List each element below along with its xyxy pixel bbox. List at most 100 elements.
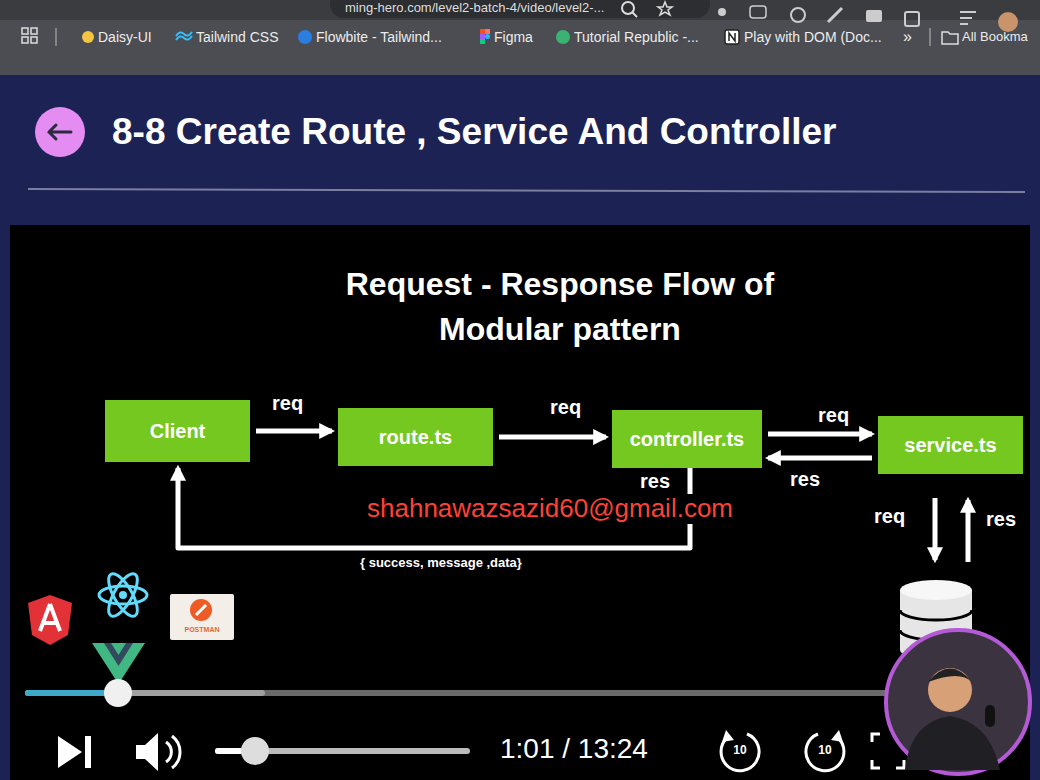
player-controls — [58, 736, 82, 768]
progress-bar — [25, 679, 1015, 707]
postman-logo — [170, 594, 234, 640]
react-logo — [99, 586, 147, 604]
back-button — [49, 125, 71, 139]
browser-bar — [960, 12, 976, 24]
browser-bar — [82, 31, 94, 43]
flow-arrow — [499, 435, 606, 440]
time-display: 1:01 / 13:24 — [500, 733, 648, 765]
webcam-overlay — [886, 630, 1030, 774]
postman-logo — [196, 605, 206, 615]
bookmark-label: Play with DOM (Doc... — [744, 29, 882, 45]
skip-seconds: 10 — [728, 744, 752, 758]
skip-seconds: 10 — [813, 744, 837, 758]
react-logo — [119, 591, 127, 599]
angular-logo — [40, 604, 60, 631]
bookmark-label: Flowbite - Tailwind... — [316, 29, 442, 45]
webcam-overlay — [985, 705, 995, 727]
progress-bar — [25, 690, 265, 696]
flow-label: res — [640, 470, 670, 492]
browser-bar — [330, 0, 710, 18]
browser-bar — [22, 37, 28, 43]
browser-bar — [632, 12, 637, 17]
flow-label: res — [986, 508, 1016, 531]
browser-bar — [31, 28, 37, 34]
flow-arrow — [768, 456, 872, 461]
progress-bar — [25, 690, 1015, 696]
browser-bar — [480, 39, 485, 44]
back-button — [35, 107, 85, 157]
flow-label: req — [272, 392, 303, 414]
browser-bar — [729, 33, 735, 41]
page-background — [0, 75, 1040, 780]
postman-logo — [190, 599, 212, 621]
bookmark-label: Figma — [494, 29, 533, 45]
browser-bar — [31, 37, 37, 43]
webcam-overlay — [928, 669, 972, 683]
process-box: route.ts — [338, 408, 493, 466]
browser-bar — [176, 32, 192, 40]
browser-bar — [480, 29, 485, 34]
browser-bar — [556, 30, 570, 44]
react-logo — [99, 570, 147, 621]
database-symbol — [900, 580, 972, 600]
player-controls — [58, 730, 904, 771]
flow-arrow — [256, 429, 332, 434]
url-text: ming-hero.com/level2-batch-4/video/level… — [345, 1, 604, 16]
flow-label: req — [818, 404, 849, 426]
vue-logo — [92, 643, 145, 684]
node-label: service.ts — [904, 434, 996, 457]
browser-bar — [828, 8, 842, 22]
player-controls — [241, 737, 269, 765]
browser-bar — [298, 30, 312, 44]
angular-logo — [28, 595, 72, 645]
watermark: shahnawazsazid60@gmail.com — [365, 494, 735, 524]
divider — [28, 189, 1025, 192]
divider — [28, 189, 1025, 192]
vue-logo — [104, 643, 133, 666]
overflow-mark: » — [903, 28, 912, 46]
video-frame — [10, 225, 1030, 780]
back-button — [35, 107, 85, 157]
browser-bar — [485, 34, 490, 39]
browser-bar — [905, 12, 919, 26]
process-box: controller.ts — [612, 410, 762, 468]
flow-label: res — [790, 468, 820, 490]
browser-bar — [750, 6, 766, 18]
player-controls — [85, 736, 91, 768]
player-controls — [831, 730, 843, 742]
lesson-heading: 8-8 Create Route , Service And Controlle… — [112, 111, 836, 154]
bookmark-label: Tutorial Republic -... — [574, 29, 699, 45]
process-box: Client — [105, 400, 250, 462]
database-arrow — [935, 498, 968, 562]
process-box: service.ts — [878, 416, 1023, 474]
player-controls — [136, 733, 158, 771]
vue-logo — [111, 643, 126, 655]
node-label: controller.ts — [630, 428, 744, 451]
browser-bar — [485, 29, 490, 34]
progress-bar — [104, 679, 132, 707]
node-label: route.ts — [379, 426, 452, 449]
react-logo — [103, 570, 143, 621]
page-background — [0, 75, 1040, 780]
flow-label: req — [874, 505, 905, 528]
browser-bar — [942, 32, 958, 44]
flow-label: req — [550, 396, 581, 418]
browser-bar — [866, 10, 882, 22]
react-logo — [103, 570, 143, 621]
video-frame — [10, 225, 1030, 780]
player-controls — [166, 736, 180, 768]
bookmark-label: Tailwind CSS — [196, 29, 278, 45]
webcam-overlay — [886, 630, 1030, 774]
browser-bar — [55, 28, 57, 46]
browser-bar — [791, 8, 805, 22]
browser-bar — [658, 2, 672, 15]
angular-logo — [28, 595, 72, 645]
response-shape: { success, message ,data} — [360, 556, 522, 571]
browser-bar — [998, 12, 1018, 32]
browser-bar — [725, 30, 739, 44]
browser-bar — [929, 28, 931, 46]
postman-logo — [170, 594, 234, 640]
webcam-overlay — [928, 668, 972, 712]
database-arrow — [966, 500, 971, 562]
